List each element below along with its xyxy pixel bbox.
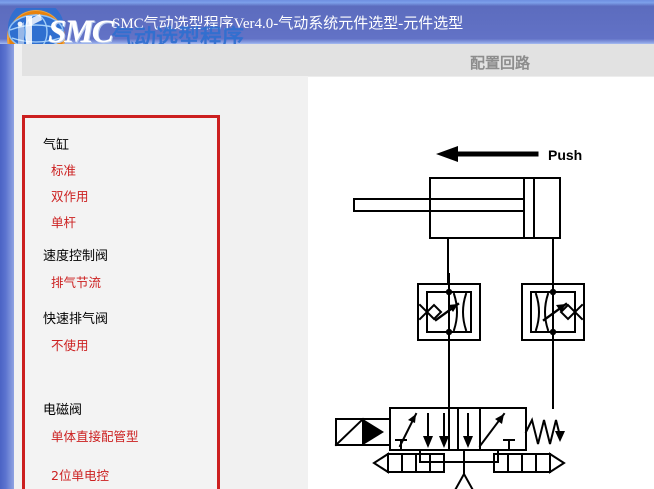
window-left-edge bbox=[0, 44, 14, 489]
section-quick-exhaust-valve-item-0[interactable]: 不使用 bbox=[51, 338, 89, 353]
speed-control-valve-right-symbol bbox=[521, 273, 585, 351]
section-solenoid-valve-item-0[interactable]: 单体直接配管型 bbox=[51, 429, 139, 444]
speed-control-valve-left-symbol bbox=[417, 273, 481, 351]
section-cylinder-item-1[interactable]: 双作用 bbox=[51, 189, 89, 204]
section-speed-control-valve-item-0[interactable]: 排气节流 bbox=[51, 275, 102, 290]
push-arrow-icon bbox=[436, 146, 539, 162]
section-solenoid-valve-item-1[interactable]: 2位单电控 bbox=[51, 468, 109, 483]
exhaust-silencer-left-symbol bbox=[372, 452, 445, 474]
selection-highlight-box: 气缸 标准 双作用 单杆 速度控制阀 排气节流 快速排气阀 不使用 电磁阀 单体… bbox=[22, 115, 220, 489]
air-supply-symbol bbox=[454, 471, 474, 489]
solenoid-bottom-piping bbox=[419, 449, 499, 475]
section-cylinder-item-0[interactable]: 标准 bbox=[51, 163, 77, 178]
cylinder-to-valve-piping bbox=[447, 275, 554, 285]
solenoid-valve-symbol bbox=[389, 407, 527, 451]
sub-header-band bbox=[0, 44, 654, 77]
window-left-inner-gap bbox=[14, 44, 22, 489]
selection-summary-panel: 气缸 标准 双作用 单杆 速度控制阀 排气节流 快速排气阀 不使用 电磁阀 单体… bbox=[22, 76, 308, 489]
section-solenoid-valve-heading: 电磁阀 bbox=[43, 403, 83, 418]
window-title: SMC气动选型程序Ver4.0-气动系统元件选型-元件选型 bbox=[112, 16, 464, 32]
valve-to-solenoid-piping bbox=[448, 349, 554, 409]
push-label: Push bbox=[548, 147, 582, 163]
title-bar: SMC气动选型程序Ver4.0-气动系统元件选型-元件选型 bbox=[0, 0, 654, 44]
panel-top-divider bbox=[308, 76, 654, 77]
section-speed-control-valve: 速度控制阀 排气节流 bbox=[25, 245, 217, 291]
circuit-diagram-panel: Push bbox=[308, 76, 654, 489]
solenoid-actuator-symbol bbox=[334, 417, 391, 447]
panel-title-circuit: 配置回路 bbox=[470, 55, 531, 72]
pneumatic-circuit-diagram: Push bbox=[334, 146, 585, 489]
cylinder-symbol bbox=[353, 177, 561, 277]
section-cylinder: 气缸 标准 双作用 单杆 bbox=[25, 134, 217, 231]
section-cylinder-heading: 气缸 bbox=[43, 138, 70, 153]
section-cylinder-item-2[interactable]: 单杆 bbox=[51, 215, 77, 230]
return-spring-symbol bbox=[524, 417, 565, 445]
section-speed-control-valve-heading: 速度控制阀 bbox=[43, 249, 109, 264]
exhaust-silencer-right-symbol bbox=[493, 452, 566, 474]
section-solenoid-valve: 电磁阀 单体直接配管型 2位单电控 bbox=[25, 399, 217, 484]
section-quick-exhaust-valve: 快速排气阀 不使用 bbox=[25, 308, 217, 354]
section-quick-exhaust-valve-heading: 快速排气阀 bbox=[43, 312, 109, 327]
